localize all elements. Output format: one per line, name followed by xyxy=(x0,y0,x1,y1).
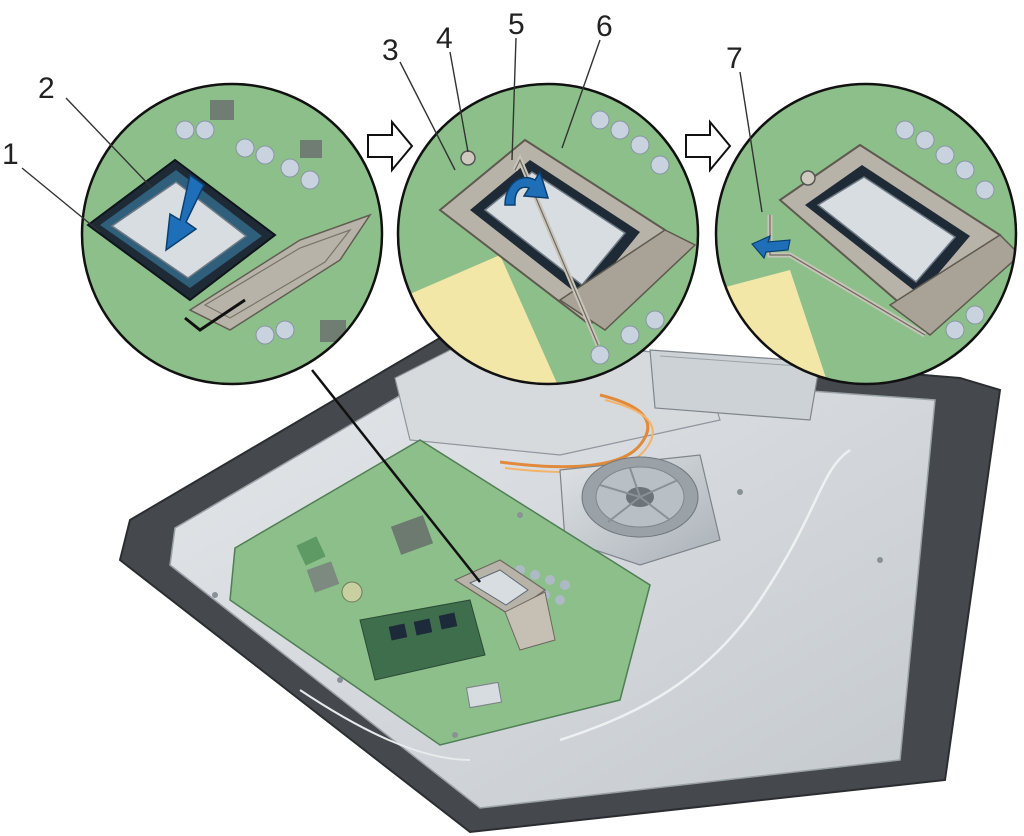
rotate-arrow-icon xyxy=(504,170,550,206)
optical-drive xyxy=(649,349,821,421)
board-processor-socket xyxy=(453,559,556,651)
callout-6: 6 xyxy=(596,10,613,43)
step-arrow-icon xyxy=(685,119,732,173)
power-cable xyxy=(499,393,650,469)
magnifier-step-3 xyxy=(714,82,1018,386)
wireless-card xyxy=(465,681,503,709)
computer-assembly xyxy=(118,333,1002,834)
callout-3: 3 xyxy=(382,34,399,67)
system-board xyxy=(229,439,651,746)
callout-5: 5 xyxy=(508,8,525,41)
callout-2: 2 xyxy=(38,72,55,105)
magnifier-leader xyxy=(311,369,481,583)
callout-7: 7 xyxy=(726,42,743,75)
step-arrow-icon xyxy=(367,119,414,173)
memory-module xyxy=(359,599,486,681)
callout-1: 1 xyxy=(2,138,19,171)
magnifier-step-1 xyxy=(80,82,384,386)
push-down-arrow-icon xyxy=(165,173,205,252)
magnifier-step-2 xyxy=(396,82,700,386)
callout-leaders xyxy=(21,37,763,233)
antenna-cable xyxy=(559,448,851,742)
callout-4: 4 xyxy=(436,22,453,55)
system-fan xyxy=(559,454,721,566)
callout-labels: 1 2 3 4 5 6 7 xyxy=(2,8,743,171)
lever-press-arrow-icon xyxy=(751,234,791,260)
